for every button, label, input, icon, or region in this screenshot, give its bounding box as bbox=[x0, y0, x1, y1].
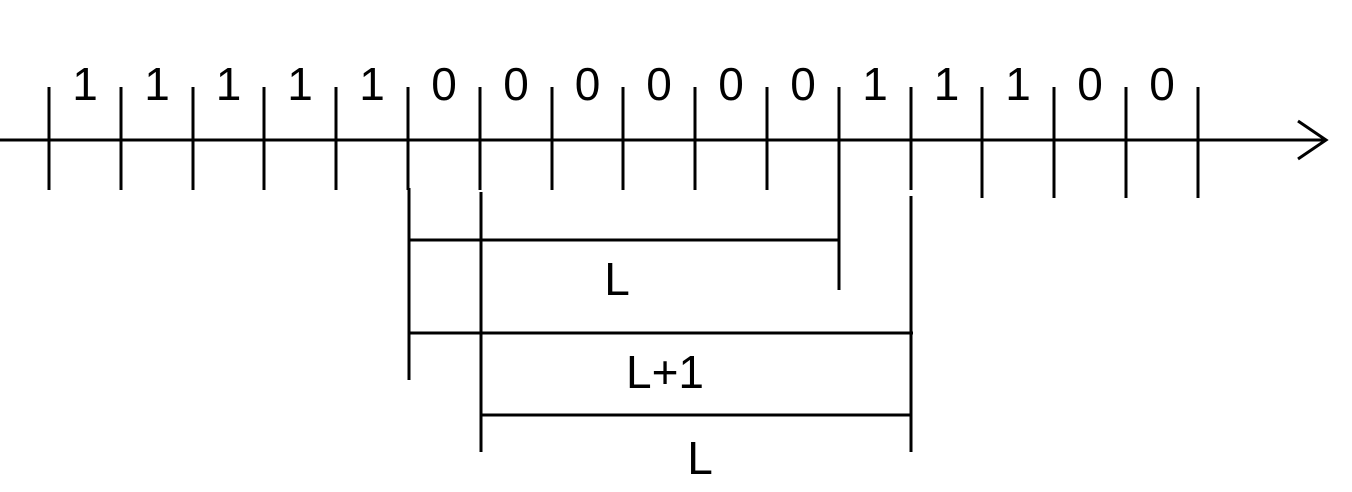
span-third-label: L bbox=[687, 432, 713, 484]
span-first-label: L bbox=[604, 253, 630, 305]
bit-label: 1 bbox=[862, 58, 888, 110]
bit-label: 1 bbox=[359, 58, 385, 110]
bit-label: 0 bbox=[790, 58, 816, 110]
tick-marks bbox=[47, 87, 1200, 198]
bit-label: 0 bbox=[1149, 58, 1175, 110]
bit-label: 1 bbox=[144, 58, 170, 110]
bit-label: 0 bbox=[503, 58, 529, 110]
span-third: L bbox=[479, 192, 911, 484]
bit-label: 0 bbox=[575, 58, 601, 110]
span-second-label: L+1 bbox=[626, 346, 704, 398]
bit-label: 0 bbox=[718, 58, 744, 110]
span-first: L bbox=[407, 188, 841, 305]
bit-label: 0 bbox=[1077, 58, 1103, 110]
bit-label: 0 bbox=[646, 58, 672, 110]
bit-label: 1 bbox=[1005, 58, 1031, 110]
bit-label: 0 bbox=[431, 58, 457, 110]
axis-arrowhead bbox=[1297, 119, 1329, 161]
bit-label: 1 bbox=[287, 58, 313, 110]
bit-label: 1 bbox=[216, 58, 242, 110]
bit-label: 1 bbox=[934, 58, 960, 110]
bit-label: 1 bbox=[72, 58, 98, 110]
span-second: L+1 bbox=[407, 196, 913, 452]
